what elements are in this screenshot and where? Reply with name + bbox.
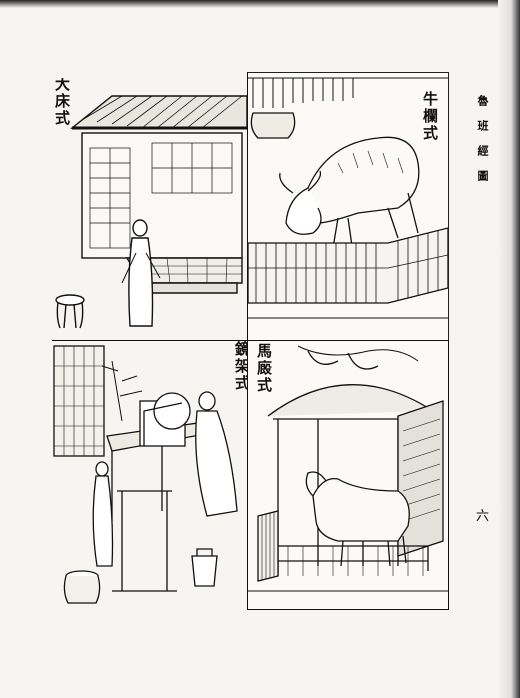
- caption-horse-stable: 馬廄式: [255, 343, 273, 394]
- running-title: 魯班經圖: [476, 95, 489, 195]
- panel-horse-stable: 馬廄式: [247, 340, 449, 610]
- panel-ox-pen: 牛欄式: [247, 72, 449, 342]
- illustration-ox-pen: [248, 77, 448, 319]
- illustration-big-house: [55, 95, 248, 329]
- caption-ox-pen: 牛欄式: [421, 91, 439, 142]
- caption-mirror-stand: 鏡架式: [233, 341, 249, 392]
- scan-edge-top: [0, 0, 520, 8]
- scan-edge-right: [498, 0, 520, 698]
- panel-big-house: 大床式: [52, 78, 249, 340]
- illustration-horse-stable: [248, 345, 448, 592]
- page-number: 六: [476, 509, 490, 524]
- panel-mirror-stand: 鏡架式: [52, 340, 249, 609]
- caption-big-house: 大床式: [53, 78, 71, 127]
- illustration-mirror-stand: [53, 345, 238, 604]
